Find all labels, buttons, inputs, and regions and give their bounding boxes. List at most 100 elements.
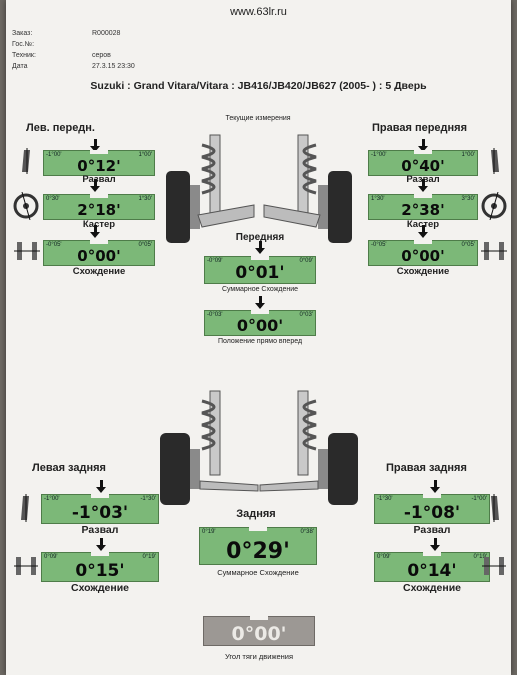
range-min: -1°00' [46, 152, 62, 158]
rear-left-toe-box: 0°09' 0°19' 0°15' [41, 552, 159, 582]
range-max: 0°19' [142, 554, 156, 560]
front-left-caster-box: 0°30' 1°30' 2°18' [43, 194, 155, 220]
front-left-title: Лев. передн. [26, 122, 95, 134]
range-min: 0°09' [44, 554, 58, 560]
rear-suspension-icon [160, 390, 358, 505]
range-min: 0°19' [202, 529, 216, 535]
vehicle-title: Suzuki : Grand Vitara/Vitara : JB416/JB4… [90, 80, 427, 92]
suspension-strut-icon [166, 134, 255, 243]
caster-wheel-icon [481, 192, 507, 220]
rear-left-camber-value: -1°03' [71, 503, 129, 523]
suspension-strut-icon [263, 134, 352, 243]
toe-wheels-icon [481, 242, 507, 260]
rear-right-toe-box: 0°09' 0°19' 0°14' [374, 552, 490, 582]
front-left-toe-box: -0°05' 0°05' 0°00' [43, 240, 155, 266]
thrust-angle-box: 0°00' [203, 616, 315, 646]
front-left-toe-value: 0°00' [77, 247, 121, 265]
camber-wheel-icon [491, 494, 499, 522]
front-right-camber-box: -1°00' 1°00' 0°40' [368, 150, 478, 176]
range-min: -0°09' [207, 258, 223, 264]
camber-wheel-icon [22, 148, 30, 174]
site-url: www.63lr.ru [230, 6, 287, 18]
order-value: R000028 [92, 30, 121, 37]
plate-label: Гос.№: [12, 41, 35, 48]
toe-wheels-icon [14, 242, 40, 260]
front-left-caster-label: Кастер [82, 219, 116, 230]
down-arrow-icon [96, 480, 106, 493]
down-arrow-icon [255, 296, 265, 309]
front-right-camber-value: 0°40' [401, 157, 445, 175]
range-min: -1°30' [377, 496, 393, 502]
camber-wheel-icon [21, 494, 29, 522]
rear-total-toe-box: 0°19' 0°38' 0°29' [199, 527, 317, 565]
down-arrow-icon [90, 225, 100, 238]
camber-wheel-icon [491, 148, 499, 174]
range-min: 0°30' [46, 196, 60, 202]
range-max: 0°05' [461, 242, 475, 248]
technician-label: Техник: [12, 52, 36, 59]
suspension-strut-icon [259, 390, 358, 505]
steer-ahead-box: -0°03' 0°03' 0°00' [204, 310, 316, 336]
order-label: Заказ: [12, 30, 33, 37]
range-min: -1°00' [371, 152, 387, 158]
front-left-camber-box: -1°00' 1°00' 0°12' [43, 150, 155, 176]
front-total-toe-value: 0°01' [235, 263, 285, 283]
alignment-report: www.63lr.ru Заказ: R000028 Гос.№: Техник… [6, 0, 511, 675]
range-max: 0°38' [300, 529, 314, 535]
range-max: 1°30' [138, 196, 152, 202]
range-min: 1°30' [371, 196, 385, 202]
front-total-toe-box: -0°09' 0°09' 0°01' [204, 256, 316, 284]
down-arrow-icon [430, 538, 440, 551]
front-left-camber-label: Развал [82, 174, 116, 185]
thrust-angle-label: Угол тяги движения [224, 652, 294, 661]
down-arrow-icon [430, 480, 440, 493]
steer-ahead-value: 0°00' [236, 316, 284, 335]
technician-value: серов [92, 52, 111, 59]
rear-left-camber-box: -1°00' -1°30' -1°03' [41, 494, 159, 524]
toe-wheels-icon [14, 557, 38, 575]
down-arrow-icon [96, 538, 106, 551]
range-min: -1°00' [44, 496, 60, 502]
range-max: 0°03' [299, 312, 313, 318]
front-right-caster-label: Кастер [406, 219, 440, 230]
suspension-strut-icon [160, 390, 259, 505]
front-center-title: Передняя [235, 232, 285, 243]
steer-ahead-label: Положение прямо вперед [217, 338, 303, 345]
front-right-caster-value: 2°38' [401, 201, 445, 219]
range-min: -0°05' [371, 242, 387, 248]
rear-total-toe-value: 0°29' [226, 539, 290, 564]
front-right-title: Правая передняя [372, 122, 468, 134]
front-suspension-icon [166, 134, 352, 243]
down-arrow-icon [90, 179, 100, 192]
rear-right-camber-label: Развал [413, 524, 451, 536]
front-right-caster-box: 1°30' 3°30' 2°38' [368, 194, 478, 220]
caster-wheel-icon [13, 192, 39, 220]
range-min: -0°05' [46, 242, 62, 248]
rear-right-toe-value: 0°14' [407, 561, 457, 581]
date-value: 27.3.15 23:30 [92, 63, 135, 70]
toe-wheels-icon [482, 557, 506, 575]
front-left-camber-value: 0°12' [77, 157, 121, 175]
front-right-toe-box: -0°05' 0°05' 0°00' [368, 240, 478, 266]
down-arrow-icon [418, 139, 428, 152]
front-left-toe-label: Схождение [72, 266, 126, 277]
front-total-toe-label: Суммарное Схождение [221, 286, 299, 293]
rear-right-camber-box: -1°30' -1°00' -1°08' [374, 494, 490, 524]
rear-total-toe-label: Суммарное Схождение [217, 568, 299, 577]
rear-left-toe-label: Схождение [70, 582, 130, 594]
front-right-toe-value: 0°00' [401, 247, 445, 265]
range-min: -0°03' [207, 312, 223, 318]
date-label: Дата [12, 63, 28, 70]
front-left-caster-value: 2°18' [77, 201, 121, 219]
range-max: 0°05' [138, 242, 152, 248]
rear-right-toe-label: Схождение [402, 582, 462, 594]
down-arrow-icon [255, 241, 265, 254]
current-measurements-label: Текущие измерения [225, 115, 291, 122]
rear-left-title: Левая задняя [32, 462, 106, 474]
down-arrow-icon [90, 139, 100, 152]
range-max: 1°00' [461, 152, 475, 158]
range-max: 0°19' [473, 554, 487, 560]
rear-right-camber-value: -1°08' [403, 503, 461, 523]
range-max: 3°30' [461, 196, 475, 202]
rear-center-title: Задняя [236, 508, 276, 520]
